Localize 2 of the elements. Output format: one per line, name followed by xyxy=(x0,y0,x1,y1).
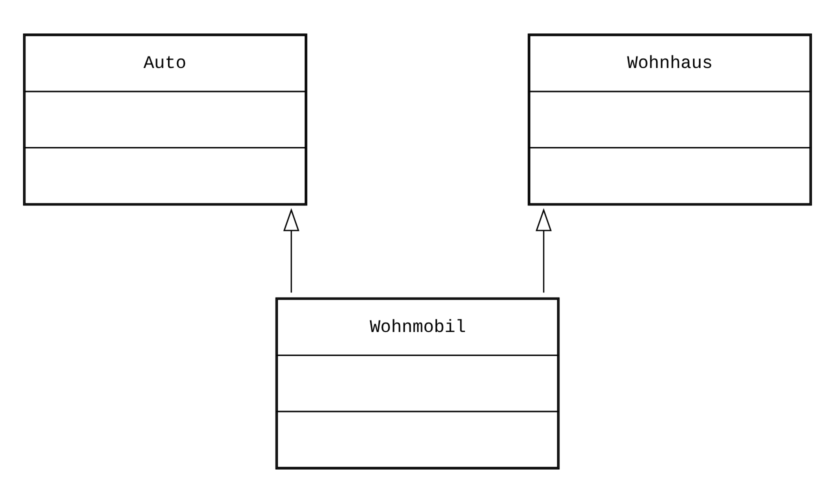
arrow xyxy=(283,208,300,293)
arrow xyxy=(536,208,552,293)
